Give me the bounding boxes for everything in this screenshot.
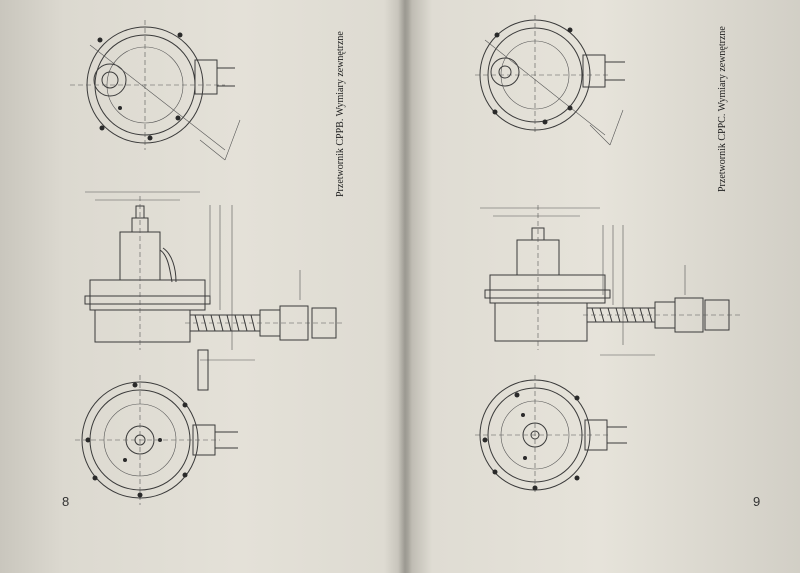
right-bottom-view-drawing: [475, 375, 627, 495]
left-page: Przetwornik CPPB. Wymiary zewnętrzne 8: [62, 20, 346, 509]
book-gutter: [398, 0, 412, 573]
left-page-caption: Przetwornik CPPB. Wymiary zewnętrzne: [335, 31, 346, 197]
left-side-view-drawing: [84, 191, 345, 391]
left-page-number: 8: [62, 494, 70, 509]
right-page-caption: Przetwornik CPPC. Wymiary zewnętrzne: [717, 26, 728, 192]
left-bottom-view-drawing: [75, 375, 238, 505]
right-side-view-drawing: [480, 205, 740, 356]
right-technical-drawings: [475, 15, 740, 495]
left-top-view-drawing: [70, 20, 241, 161]
left-technical-drawings: [70, 20, 345, 505]
right-top-view-drawing: [475, 15, 625, 146]
right-page: Przetwornik CPPC. Wymiary zewnętrzne 9: [405, 0, 800, 573]
right-page-number: 9: [753, 494, 761, 509]
